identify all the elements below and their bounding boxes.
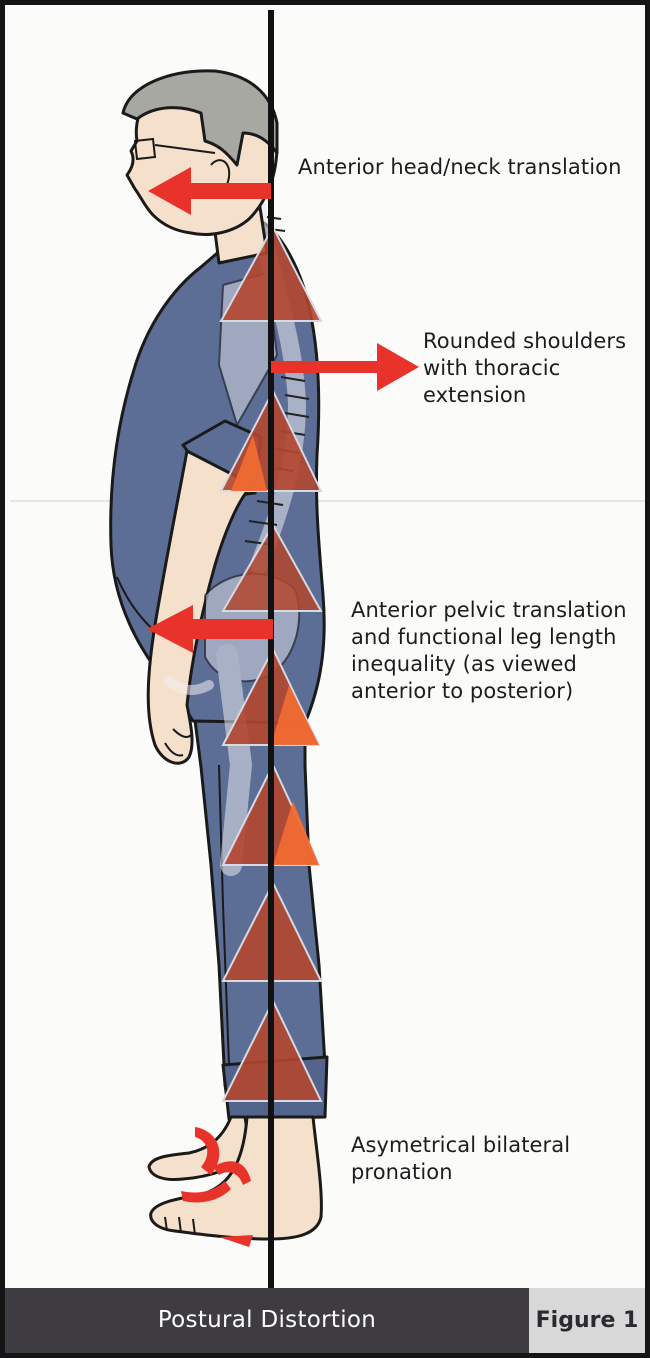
pelvic-translation-arrow bbox=[147, 605, 273, 653]
glasses bbox=[133, 137, 216, 161]
pronation-mark-4 bbox=[219, 1235, 253, 1247]
posture-illustration bbox=[10, 10, 645, 1293]
pronation-mark-3 bbox=[181, 1181, 231, 1203]
triangle-4-accent bbox=[271, 685, 319, 745]
pronation-mark-1 bbox=[195, 1127, 220, 1175]
triangle-5-accent bbox=[273, 801, 319, 865]
label-line: Rounded shoulders bbox=[423, 329, 627, 353]
leg-seam bbox=[218, 764, 230, 1066]
toes bbox=[164, 1216, 196, 1236]
label-head-neck-translation: Anterior head/neck translation bbox=[298, 155, 622, 179]
figure-number-box: Figure 1 bbox=[529, 1288, 645, 1353]
caption-title: Postural Distortion bbox=[157, 1307, 377, 1333]
label-line: and functional leg length bbox=[351, 625, 617, 649]
figure-number-label: Figure 1 bbox=[535, 1308, 639, 1333]
label-line: anterior to posterior) bbox=[351, 679, 574, 703]
triangle-2-accent bbox=[231, 435, 267, 491]
caption-bar: Postural Distortion bbox=[5, 1288, 529, 1353]
fingers bbox=[164, 728, 192, 757]
label-pelvic-translation: Anterior pelvic translation and function… bbox=[351, 597, 627, 705]
femur bbox=[216, 644, 253, 876]
label-line: pronation bbox=[351, 1160, 453, 1184]
label-line: with thoracic extension bbox=[423, 356, 561, 407]
label-rounded-shoulders: Rounded shoulders with thoracic extensio… bbox=[423, 328, 645, 409]
hand-skeleton bbox=[164, 676, 214, 695]
label-bilateral-pronation: Asymetrical bilateral pronation bbox=[351, 1132, 570, 1186]
pronation-mark-2 bbox=[213, 1161, 251, 1185]
hair bbox=[121, 69, 279, 167]
label-line: Anterior pelvic translation bbox=[351, 598, 627, 622]
label-line: Asymetrical bilateral bbox=[351, 1133, 571, 1157]
label-line: inequality (as viewed bbox=[351, 652, 577, 676]
head-translation-arrow bbox=[148, 167, 271, 215]
shoulder-arrow bbox=[271, 343, 419, 391]
